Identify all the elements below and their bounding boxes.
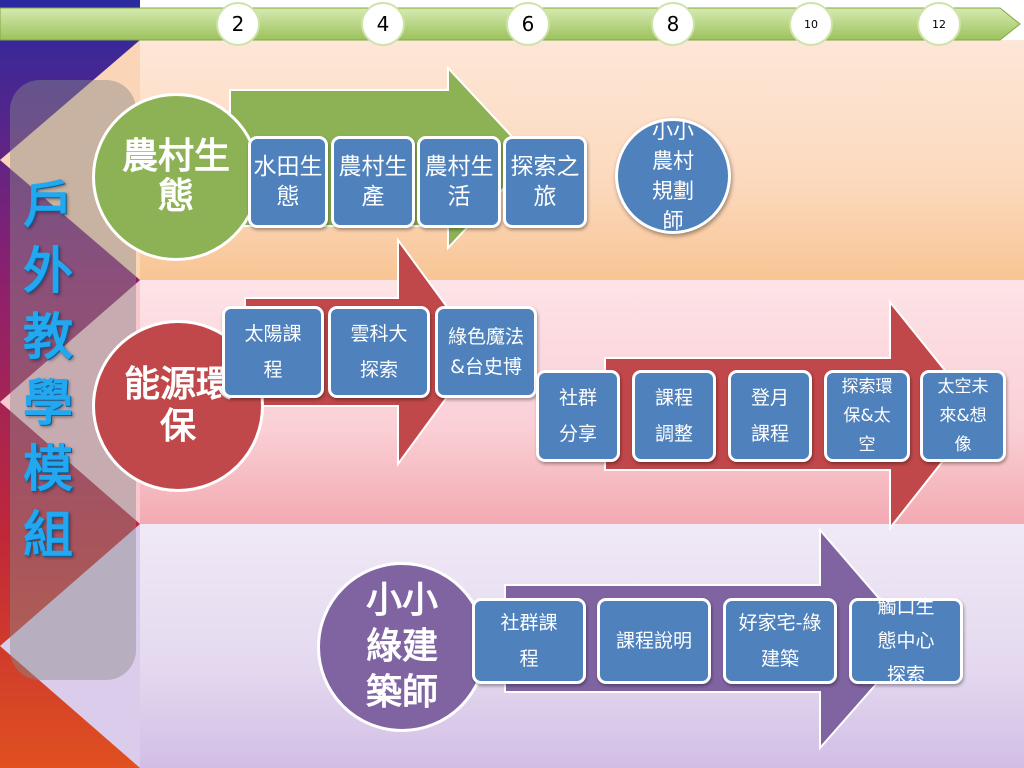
farm-outcome-circle: 小小農村規劃師 [615,118,731,234]
green-step-2: 課程說明 [597,598,711,684]
timeline-marker: 2 [216,2,260,46]
energy-step-4: 社群分享 [536,370,620,462]
timeline-marker: 12 [917,2,961,46]
green-module-circle: 小小綠建築師 [317,562,487,732]
farm-step-1: 水田生態 [248,136,328,228]
energy-chevron [0,280,140,524]
timeline-marker: 10 [789,2,833,46]
farm-step-2: 農村生產 [331,136,415,228]
energy-step-8: 太空未來&想像 [920,370,1006,462]
timeline-marker: 8 [651,2,695,46]
green-step-4: 觸口生態中心探索 [849,596,963,686]
green-chevron [0,524,140,768]
energy-step-7: 探索環保&太空 [824,370,910,462]
green-step-3: 好家宅-綠建築 [723,598,837,684]
energy-step-1: 太陽課程 [222,306,324,398]
farm-step-4: 探索之旅 [503,136,587,228]
timeline-marker: 4 [361,2,405,46]
energy-step-2: 雲科大探索 [328,306,430,398]
side-title: 戶外教學模組 [23,176,73,564]
energy-step-3: 綠色魔法&台史博 [435,306,537,398]
green-step-1: 社群課程 [472,598,586,684]
energy-step-6: 登月課程 [728,370,812,462]
farm-step-3: 農村生活 [417,136,501,228]
farm-module-circle: 農村生態 [92,93,260,261]
title-panel [10,80,136,680]
energy-step-5: 課程調整 [632,370,716,462]
timeline-marker: 6 [506,2,550,46]
